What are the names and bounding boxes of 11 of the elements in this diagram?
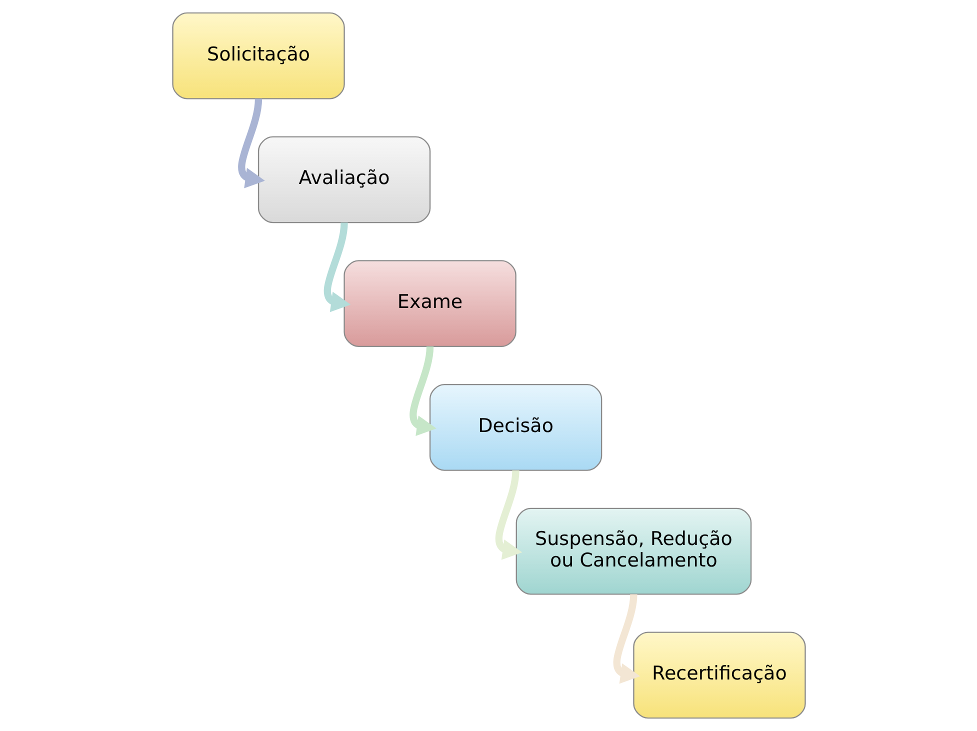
- node-box: Recertificação: [632, 632, 806, 719]
- arrow: [323, 222, 350, 312]
- node-box: Solicitação: [172, 12, 344, 100]
- arrow: [238, 98, 264, 188]
- arrow: [494, 470, 522, 560]
- arrow: [612, 594, 640, 684]
- node-box: Exame: [343, 260, 516, 348]
- node-box: Suspensão, Redução ou Cancelamento: [515, 508, 752, 595]
- node-box: Decisão: [428, 384, 602, 471]
- arrow: [409, 346, 436, 436]
- node-box: Avaliação: [257, 136, 430, 224]
